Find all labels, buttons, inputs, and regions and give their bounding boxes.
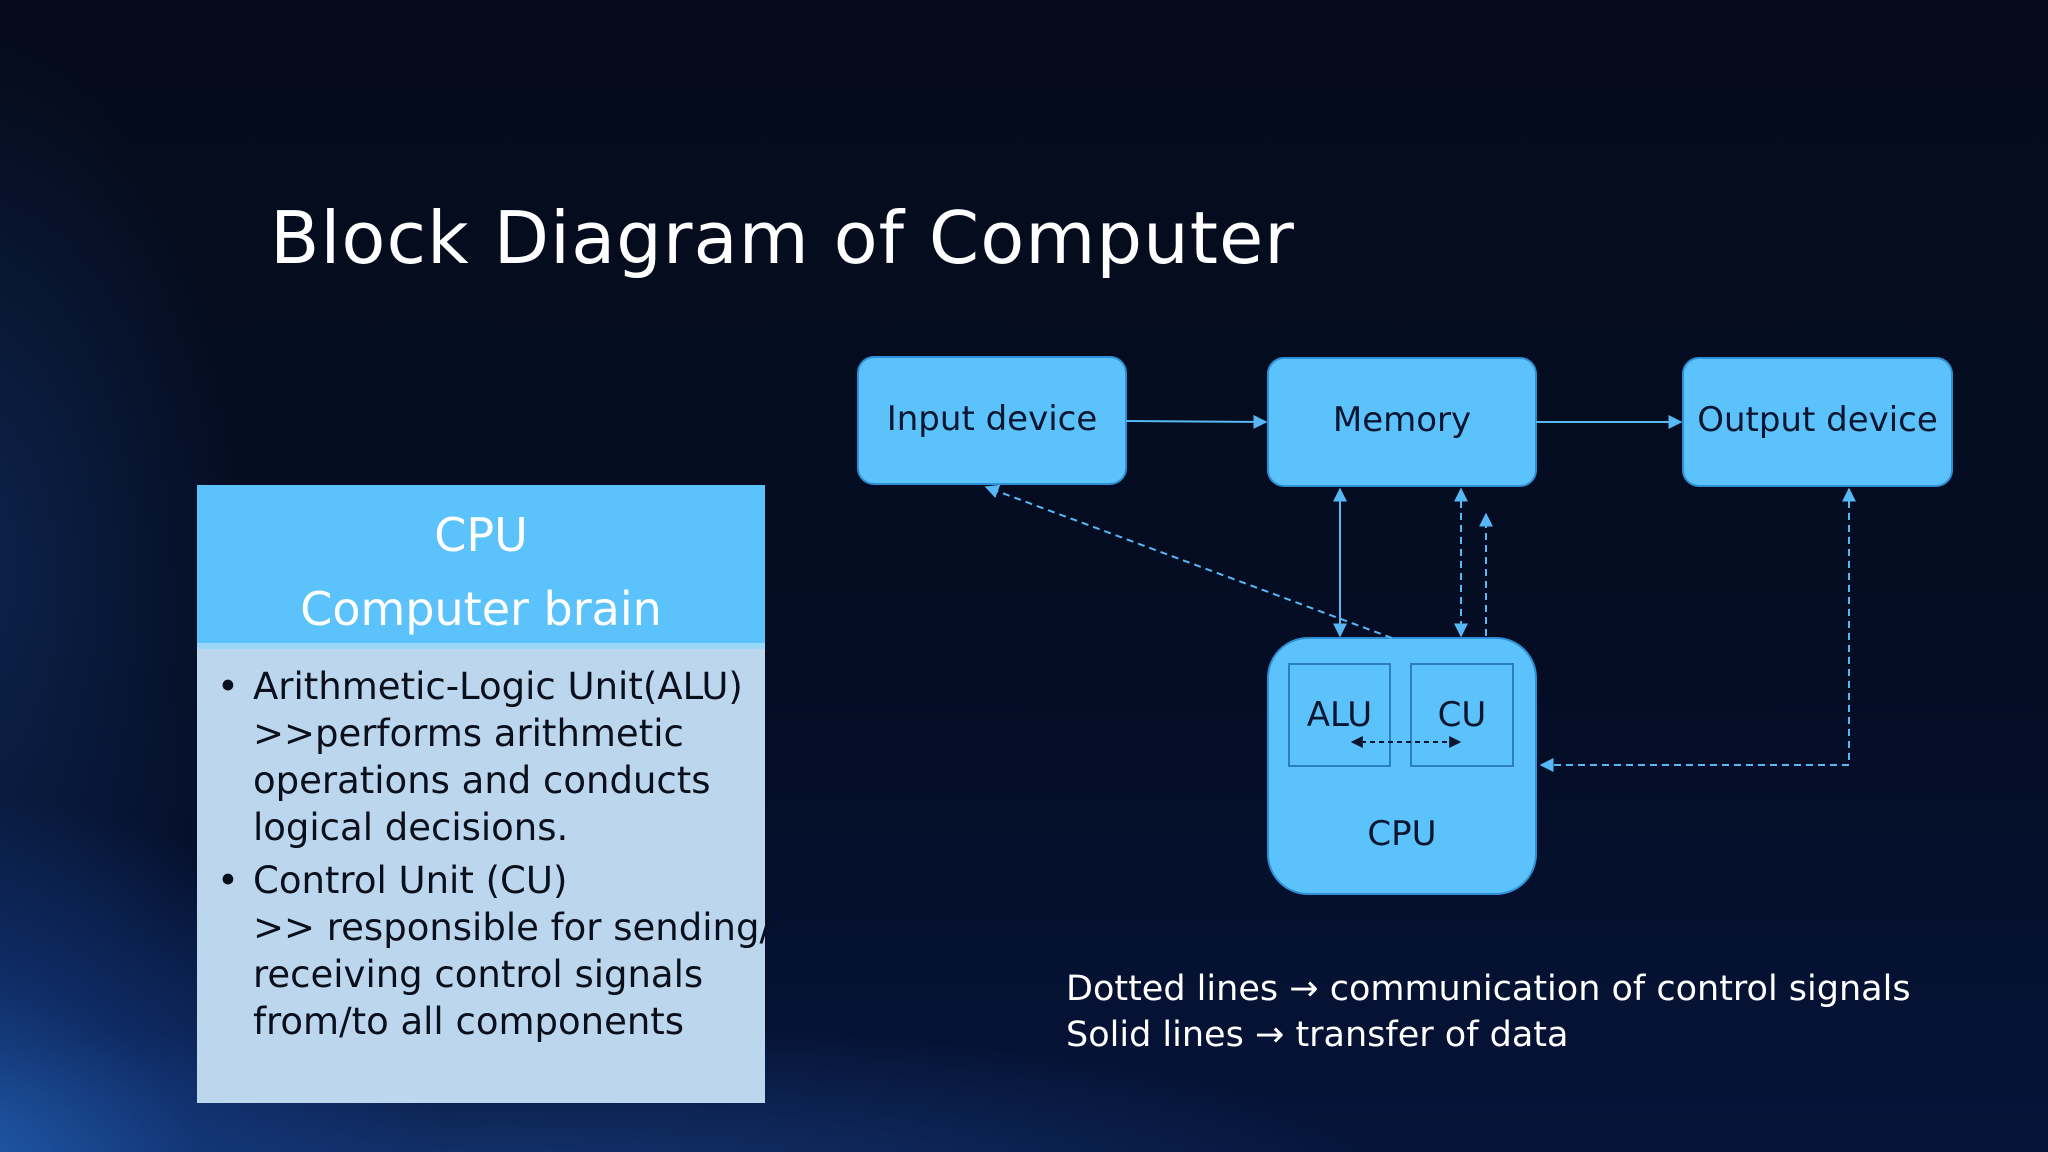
bullet-line: logical decisions. (253, 806, 569, 849)
cu-label: CU (1437, 695, 1487, 735)
output-device-label: Output device (1697, 400, 1938, 440)
cpu-box (1267, 637, 1537, 895)
cpu-card-heading: CPU (434, 508, 528, 562)
slide-title: Block Diagram of Computer (270, 196, 1295, 280)
dotted-cpu-to-input (984, 484, 1393, 639)
bullet-cu: Control Unit (CU) >> responsible for sen… (217, 857, 772, 1045)
cu-box (1410, 663, 1514, 767)
input-device-box (857, 356, 1127, 485)
bullet-line: >>performs arithmetic (253, 712, 684, 755)
bullet-line: >> responsible for sending/ (253, 906, 772, 949)
legend-solid-desc: transfer of data (1295, 1015, 1569, 1055)
diagram-legend: Dotted lines → communication of control … (1066, 966, 1911, 1058)
alu-label: ALU (1306, 695, 1373, 735)
legend-dotted-desc: communication of control signals (1329, 969, 1911, 1009)
arrow-right-icon: → (1289, 969, 1319, 1009)
alu-box (1288, 663, 1391, 767)
dotted-output-to-cpu (1539, 487, 1856, 772)
bullet-line: Arithmetic-Logic Unit(ALU) (253, 665, 743, 708)
arrow-input-to-memory (1125, 414, 1268, 429)
bullet-line: operations and conducts (253, 759, 711, 802)
arrow-right-icon: → (1254, 1015, 1285, 1055)
bullet-line: from/to all components (253, 1000, 685, 1043)
legend-dotted-label: Dotted lines (1066, 969, 1279, 1009)
memory-label: Memory (1332, 400, 1472, 440)
cpu-label: CPU (1367, 814, 1437, 854)
bullet-line: receiving control signals (253, 953, 704, 996)
bullet-alu: Arithmetic-Logic Unit(ALU) >>performs ar… (217, 663, 747, 851)
cpu-info-card: CPU Computer brain Arithmetic-Logic Unit… (197, 485, 772, 1103)
input-device-label: Input device (886, 399, 1098, 439)
legend-solid-row: Solid lines → transfer of data (1066, 1012, 1911, 1058)
cpu-card-header: CPU Computer brain (197, 485, 765, 649)
bullet-line: Control Unit (CU) (253, 859, 568, 902)
output-device-box (1682, 357, 1953, 487)
cpu-card-subheading: Computer brain (300, 582, 662, 636)
legend-solid-label: Solid lines (1066, 1015, 1244, 1055)
cpu-card-body: Arithmetic-Logic Unit(ALU) >>performs ar… (197, 649, 772, 1103)
legend-dotted-row: Dotted lines → communication of control … (1066, 966, 1911, 1012)
